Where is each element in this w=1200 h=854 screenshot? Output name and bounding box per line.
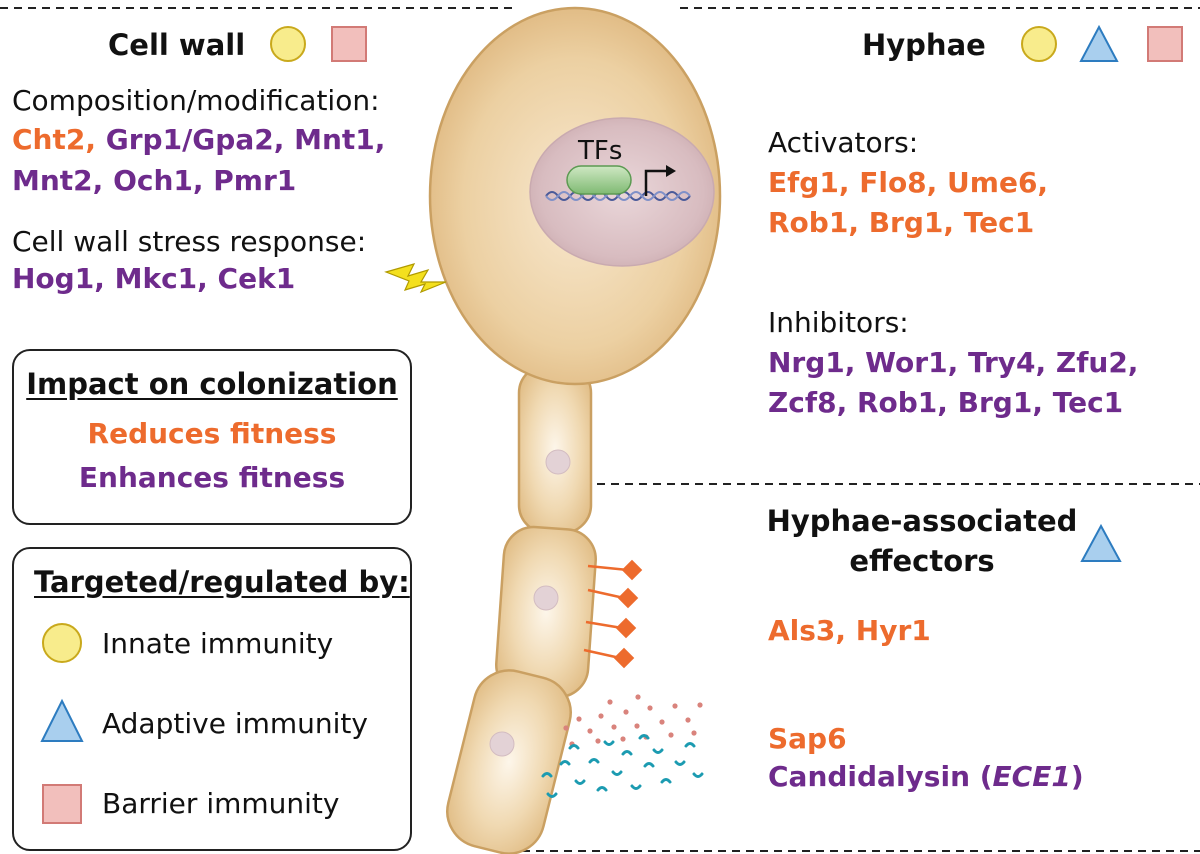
activators-line-2: Rob1, Brg1, Tec1: [768, 206, 1035, 239]
activators-heading: Activators:: [768, 126, 919, 159]
triangle-icon: [1079, 24, 1119, 62]
impact-reduces: Reduces fitness: [87, 417, 337, 450]
gene-name: Mnt2,: [12, 164, 104, 197]
triangle-icon: [1080, 523, 1122, 562]
secreted-candidalysin-marks: [541, 734, 704, 798]
activators-line-1: Efg1, Flo8, Ume6,: [768, 166, 1049, 199]
gene-name: Och1,: [113, 164, 204, 197]
gene-name: Pmr1: [213, 164, 297, 197]
hypha-nucleus-1: [545, 449, 571, 475]
square-icon: [42, 784, 82, 824]
legend-box: Targeted/regulated by: Innate immunity A…: [12, 547, 412, 851]
hyphae-title: Hyphae: [862, 28, 986, 62]
effector-genes-3: Candidalysin (ECE1): [768, 756, 1084, 797]
circle-icon: [1021, 26, 1057, 62]
gene-name: Cht2,: [12, 123, 96, 156]
square-icon: [331, 26, 367, 62]
legend-title: Targeted/regulated by:: [34, 565, 410, 599]
dna-helix: [545, 191, 691, 201]
circle-icon: [270, 26, 306, 62]
impact-enhances: Enhances fitness: [78, 461, 346, 494]
hypha-segment-1: [517, 363, 593, 535]
stress-lightning-icon: [384, 263, 447, 294]
hypha-nucleus-3: [489, 731, 515, 757]
legend-item-innate: Innate immunity: [102, 627, 334, 660]
inhibitors-heading: Inhibitors:: [768, 306, 909, 339]
hypha-segment-3: [446, 669, 572, 854]
hypha: [446, 363, 597, 854]
legend-item-barrier: Barrier immunity: [102, 787, 340, 820]
tf-protein: [566, 165, 632, 195]
effector-gene-italic: ECE1: [992, 760, 1071, 793]
inhibitors-line-2: Zcf8, Rob1, Brg1, Tec1: [768, 386, 1124, 419]
square-icon: [1147, 26, 1183, 62]
stress-genes: Hog1, Mkc1, Cek1: [12, 262, 296, 295]
effector-gene-text: Candidalysin (: [768, 760, 993, 793]
cell-wall-title: Cell wall: [108, 28, 246, 62]
effectors-title-line-2: effectors: [849, 544, 995, 578]
composition-genes: Cht2, Grp1/Gpa2, Mnt1, Mnt2, Och1, Pmr1: [12, 119, 452, 201]
transcription-arrow-icon: [644, 169, 668, 196]
legend-icons: [40, 623, 84, 824]
composition-heading: Composition/modification:: [12, 84, 380, 117]
hypha-nucleus-2: [533, 585, 559, 611]
tfs-label: TFs: [578, 136, 623, 166]
effector-genes-1: Als3, Hyr1: [768, 614, 931, 647]
triangle-icon: [40, 698, 84, 742]
secreted-sap6-dots: [563, 694, 703, 747]
gene-name: Grp1/Gpa2,: [105, 123, 285, 156]
inhibitors-line-1: Nrg1, Wor1, Try4, Zfu2,: [768, 346, 1139, 379]
effector-gene-suffix: ): [1070, 760, 1084, 793]
adhesins: [583, 559, 643, 669]
stress-heading: Cell wall stress response:: [12, 225, 367, 258]
effectors-title-line-1: Hyphae-associated: [766, 504, 1078, 538]
effector-genes-2: Sap6: [768, 722, 847, 755]
impact-box: Impact on colonization Reduces fitness E…: [12, 349, 412, 525]
gene-name: Mnt1,: [294, 123, 386, 156]
legend-item-adaptive: Adaptive immunity: [102, 707, 368, 740]
circle-icon: [42, 623, 82, 663]
impact-box-title: Impact on colonization: [26, 367, 398, 401]
